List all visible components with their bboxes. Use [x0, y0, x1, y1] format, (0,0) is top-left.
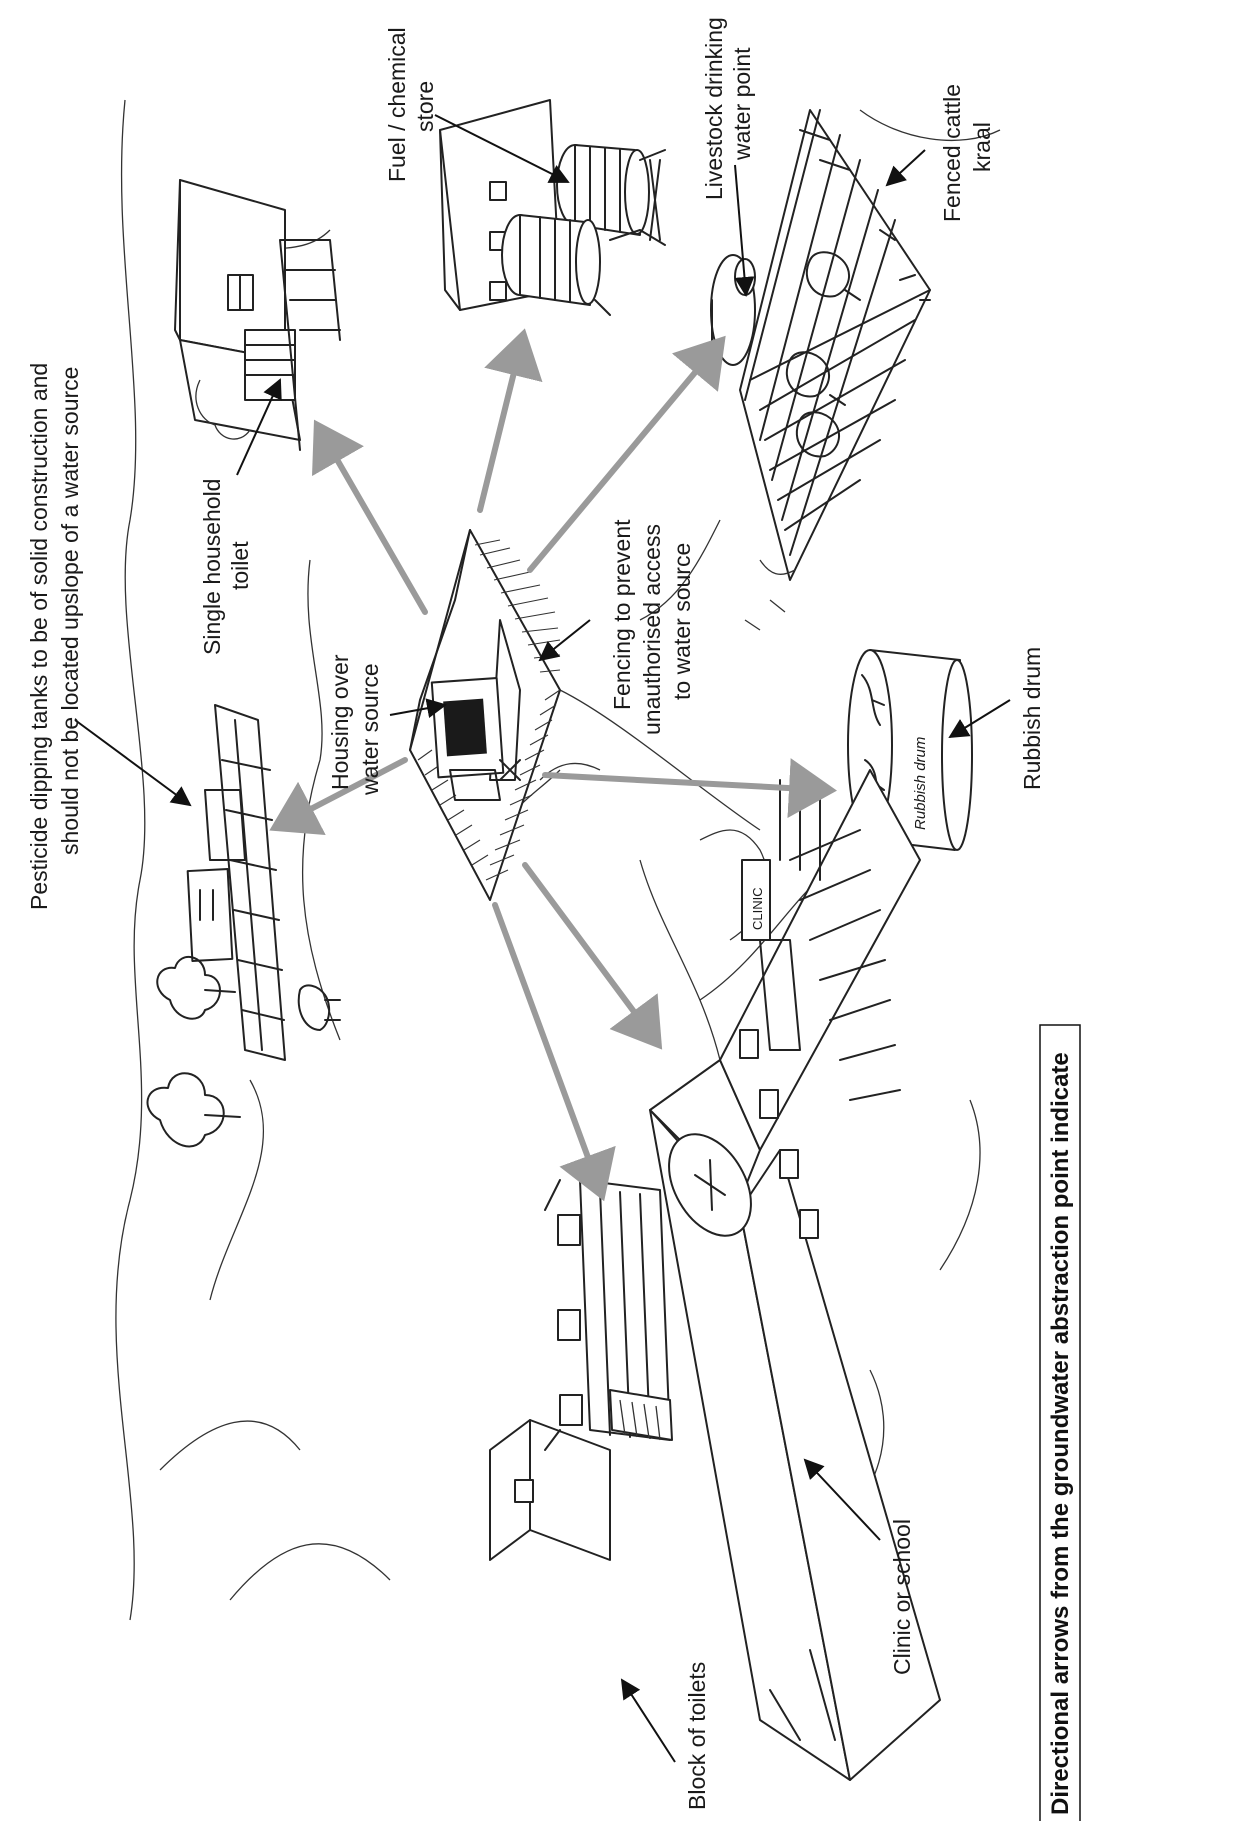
block-of-toilets-drawing [490, 1180, 672, 1560]
label-livestock-line1: Livestock drinking [701, 17, 727, 200]
arrow-to-rubbish-drum [545, 775, 825, 790]
label-fencing-line2: unauthorised access [639, 524, 665, 735]
label-fencing-line1: Fencing to prevent [609, 519, 635, 710]
water-source-housing-drawing [410, 530, 560, 900]
label-rubbish: Rubbish drum [1019, 647, 1045, 790]
label-livestock-line2: water point [729, 47, 755, 161]
label-block-toilets: Block of toilets [684, 1662, 710, 1810]
label-kraal-line2: kraal [969, 122, 995, 172]
label-pesticide-line1: Pesticide dipping tanks to be of solid c… [26, 363, 52, 910]
fuel-chemical-store-drawing [440, 100, 665, 315]
cattle-kraal-drawing [711, 110, 930, 630]
drum-text: Rubbish drum [912, 737, 929, 830]
arrow-to-fuel-store [480, 340, 522, 510]
label-fencing-line3: to water source [669, 543, 695, 700]
label-housing-line1: Housing over [327, 654, 353, 790]
label-housing-line2: water source [357, 663, 383, 796]
caption-box: Directional arrows from the groundwater … [1040, 1025, 1080, 1821]
clinic-sign-text: CLINIC [750, 887, 765, 930]
label-fuel-line1: Fuel / chemical [384, 27, 410, 182]
arrow-to-clinic [525, 865, 655, 1040]
label-kraal-line1: Fenced cattle [939, 84, 965, 222]
pesticide-dip-tank-drawing [148, 705, 340, 1146]
label-clinic: Clinic or school [889, 1519, 915, 1675]
label-single-toilet-line2: toilet [227, 541, 253, 590]
single-household-toilet-drawing [175, 180, 340, 450]
label-pesticide-line2: should not be located upslope of a water… [57, 367, 83, 855]
label-fuel-line2: store [412, 81, 438, 132]
arrow-to-single-toilet [320, 430, 425, 612]
label-single-toilet-line1: Single household [199, 479, 225, 655]
caption-text: Directional arrows from the groundwater … [1047, 1052, 1074, 1815]
